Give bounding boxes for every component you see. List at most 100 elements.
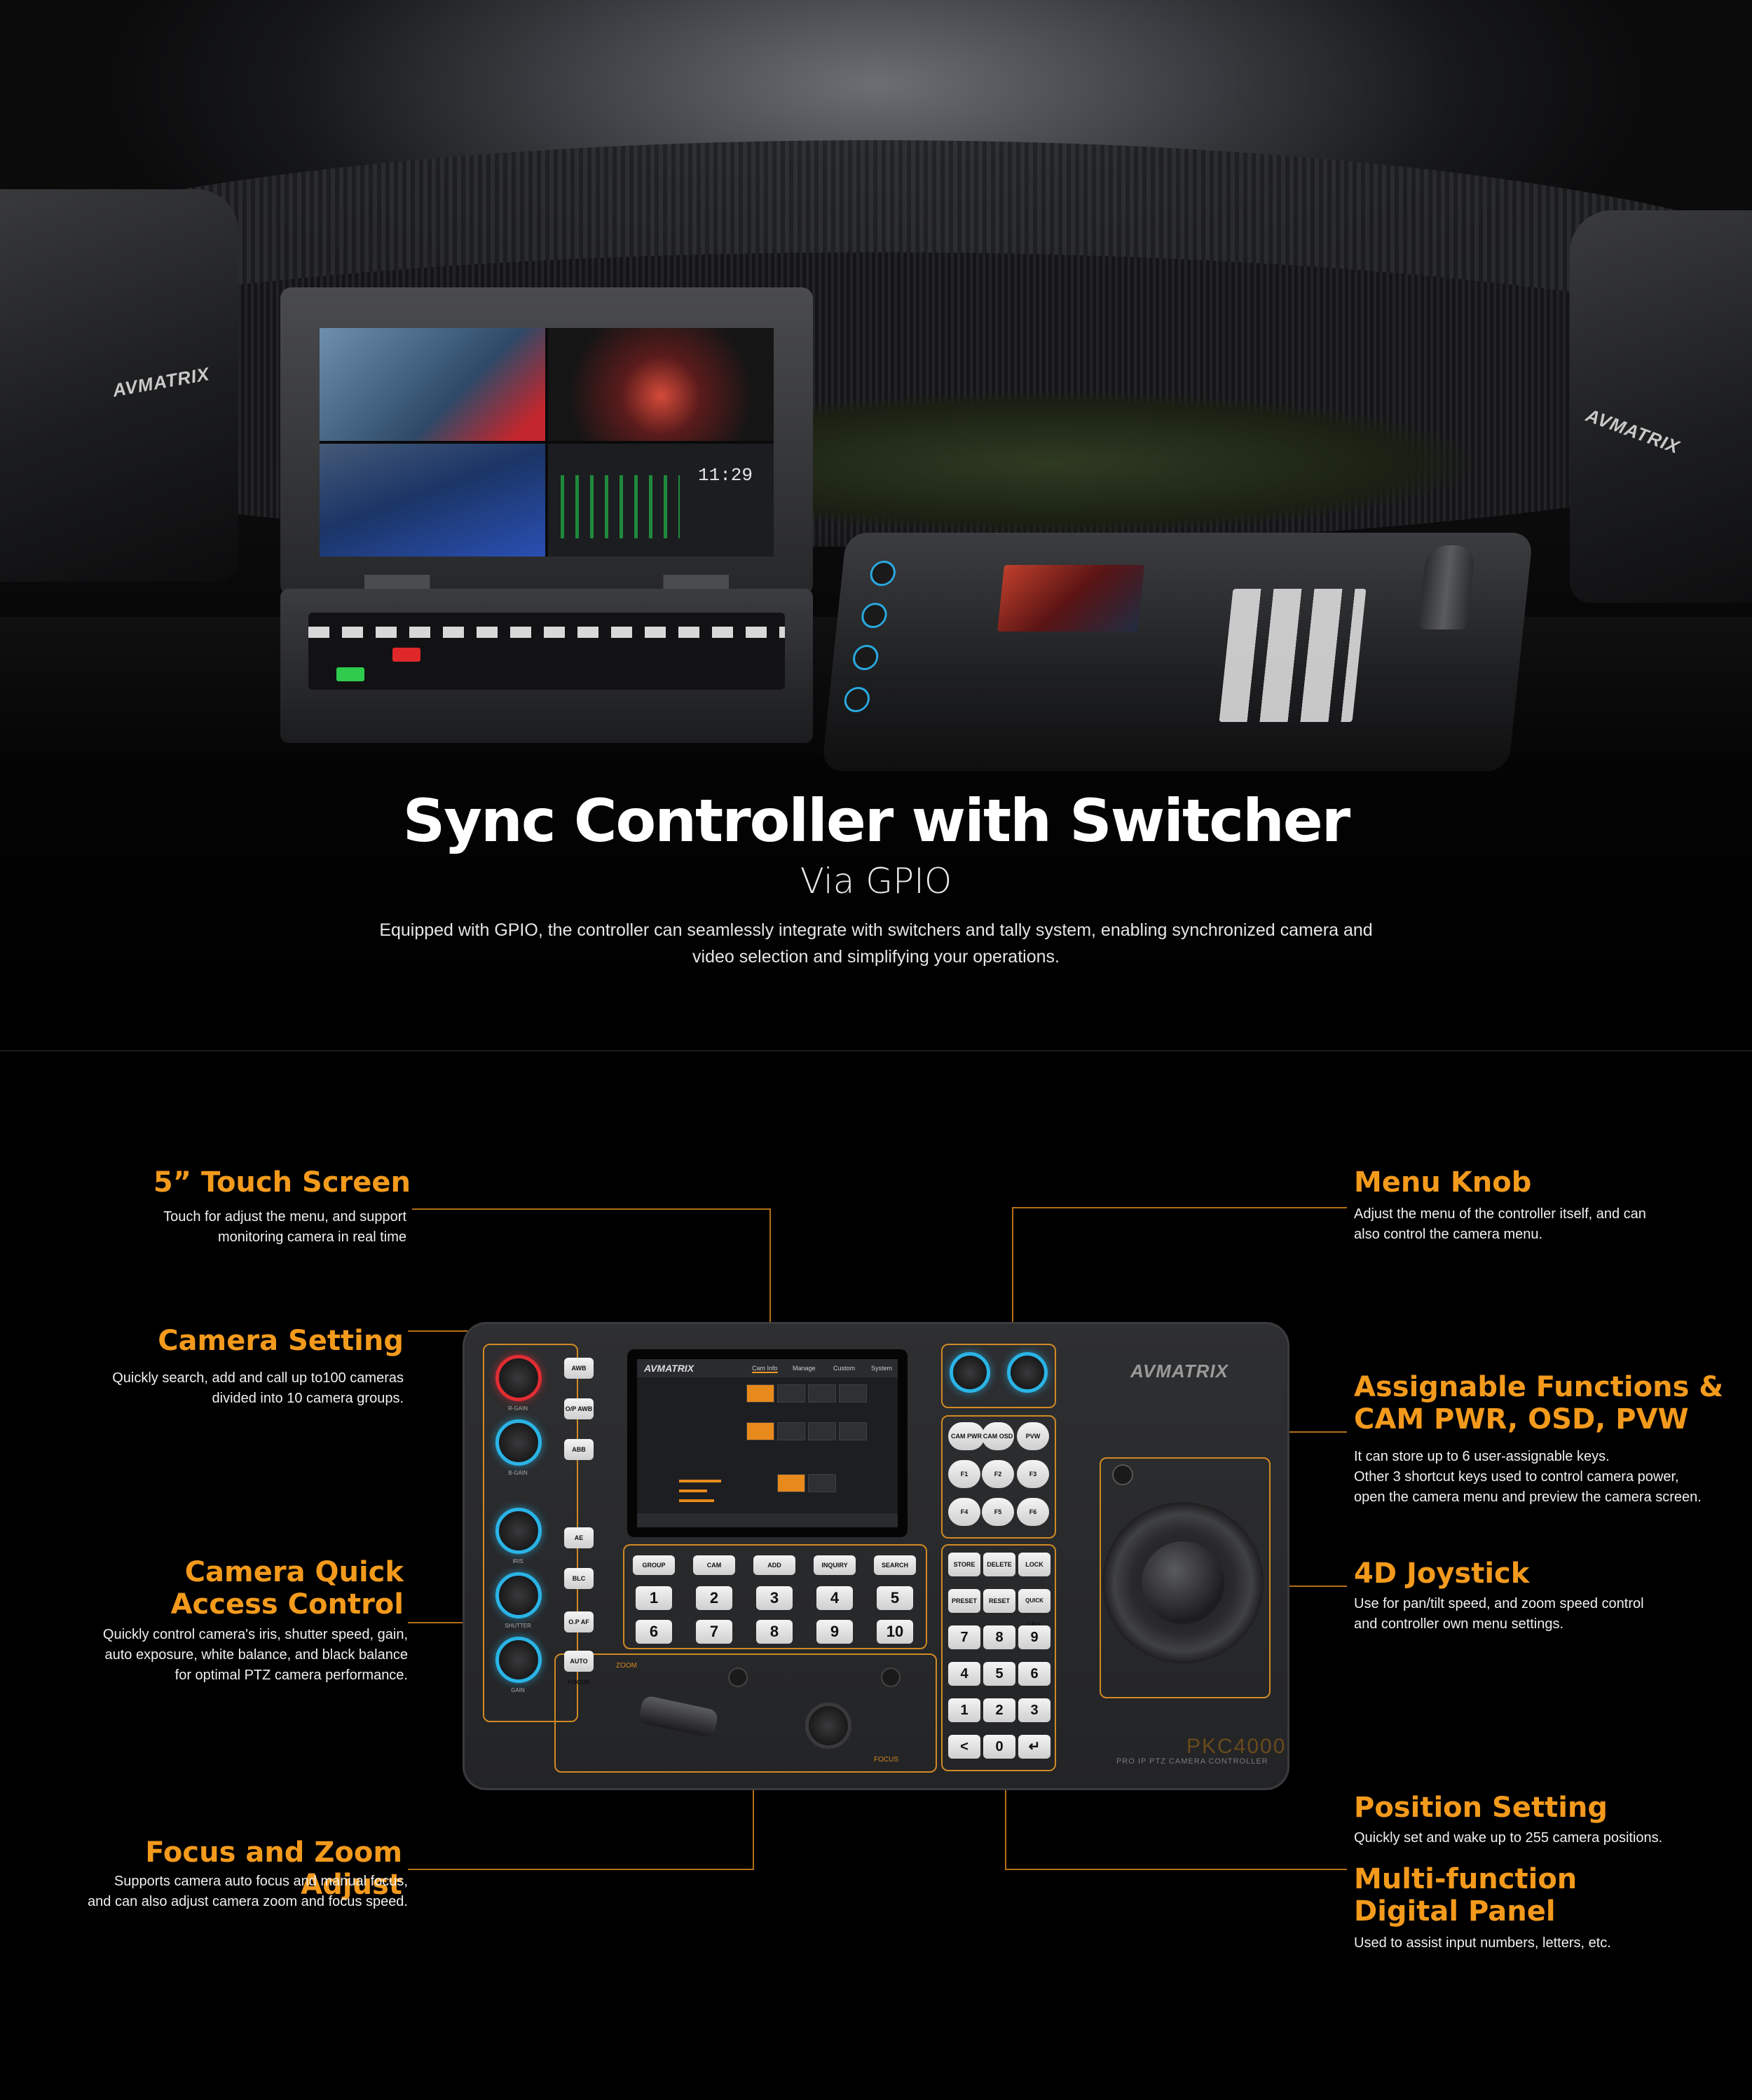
shutter-knob[interactable]	[495, 1572, 542, 1618]
desc-line: Touch for adjust the menu, and support	[163, 1209, 406, 1225]
cam-8-button[interactable]: 8	[756, 1620, 793, 1644]
f4-button[interactable]: F4	[948, 1498, 980, 1526]
hero-controller-keypad	[1219, 589, 1367, 722]
op-awb-button[interactable]: O/P AWB	[564, 1398, 594, 1419]
cam-9-button[interactable]: 9	[816, 1620, 853, 1644]
auto-focus-button[interactable]: AUTO FOCUS	[564, 1651, 594, 1686]
num-8-button[interactable]: 8	[983, 1625, 1015, 1649]
num-0-button[interactable]: 0	[983, 1735, 1015, 1759]
screen-cell[interactable]	[777, 1422, 805, 1440]
joystick[interactable]	[1142, 1541, 1224, 1624]
op-af-button[interactable]: O.P AF	[564, 1611, 594, 1632]
focus-speed-knob[interactable]	[881, 1668, 901, 1687]
program-button	[392, 648, 420, 662]
focus-knob[interactable]	[805, 1703, 851, 1749]
cam-1-button[interactable]: 1	[636, 1586, 672, 1610]
desc-line: auto exposure, white balance, and black …	[104, 1647, 408, 1663]
cam-2-button[interactable]: 2	[696, 1586, 732, 1610]
r-gain-knob[interactable]	[495, 1355, 542, 1401]
enter-button[interactable]: ↵	[1018, 1735, 1050, 1759]
knob-label: GAIN	[511, 1687, 525, 1693]
screen-cell[interactable]	[839, 1422, 867, 1440]
cam-4-button[interactable]: 4	[816, 1586, 853, 1610]
b-gain-knob[interactable]	[495, 1419, 542, 1466]
num-1-button[interactable]: 1	[948, 1698, 980, 1722]
leader-line	[408, 1869, 754, 1870]
digital-panel-title: Multi-function Digital Panel	[1354, 1863, 1732, 1928]
lock-button[interactable]: LOCK	[1018, 1553, 1050, 1576]
preset-button[interactable]: PRESET	[948, 1589, 980, 1613]
num-5-button[interactable]: 5	[983, 1662, 1015, 1686]
desc-line: for optimal PTZ camera performance.	[174, 1668, 408, 1683]
f3-button[interactable]: F3	[1017, 1460, 1049, 1488]
screen-cell[interactable]	[746, 1422, 774, 1440]
desc-line: monitoring camera in real time	[218, 1229, 406, 1245]
pt-speed-knob[interactable]	[1112, 1464, 1133, 1485]
screen-cell[interactable]	[777, 1384, 805, 1403]
desc-line: Adjust the menu of the controller itself…	[1354, 1206, 1646, 1222]
abb-button[interactable]: ABB	[564, 1439, 594, 1460]
cam-button[interactable]: CAM	[693, 1555, 735, 1575]
f2-button[interactable]: F2	[982, 1460, 1014, 1488]
backspace-button[interactable]: <	[948, 1735, 980, 1759]
leader-line	[1268, 1586, 1347, 1587]
screen-cell[interactable]	[808, 1384, 836, 1403]
audio-meters	[561, 475, 680, 538]
screen-cell[interactable]	[808, 1474, 836, 1492]
gain-knob[interactable]	[495, 1637, 542, 1683]
desc-line: Quickly control camera's iris, shutter s…	[102, 1627, 408, 1642]
desc-line: Other 3 shortcut keys used to control ca…	[1354, 1469, 1679, 1485]
reset-button[interactable]: RESET	[983, 1589, 1015, 1613]
iris-knob[interactable]	[495, 1508, 542, 1554]
screen-footer	[637, 1513, 898, 1527]
group-button[interactable]: GROUP	[633, 1555, 675, 1575]
num-2-button[interactable]: 2	[983, 1698, 1015, 1722]
store-button[interactable]: STORE	[948, 1553, 980, 1576]
f6-button[interactable]: F6	[1017, 1498, 1049, 1526]
inquiry-button[interactable]: INQUIRY	[814, 1555, 856, 1575]
multiview-hurdles	[320, 328, 545, 441]
pvw-button[interactable]: PVW	[1017, 1422, 1049, 1450]
screen-tab-manage[interactable]: Manage	[793, 1365, 816, 1372]
num-3-button[interactable]: 3	[1018, 1698, 1050, 1722]
ae-button[interactable]: AE	[564, 1527, 594, 1548]
search-button[interactable]: SEARCH	[874, 1555, 916, 1575]
zoom-speed-knob[interactable]	[728, 1668, 748, 1687]
awb-button[interactable]: AWB	[564, 1358, 594, 1379]
screen-tab-custom[interactable]: Custom	[833, 1365, 856, 1372]
screen-header	[637, 1359, 898, 1377]
cam-5-button[interactable]: 5	[877, 1586, 913, 1610]
menu-knob-right[interactable]	[1007, 1352, 1048, 1393]
add-button[interactable]: ADD	[753, 1555, 795, 1575]
screen-tab-cam-info[interactable]: Cam Info	[752, 1365, 778, 1373]
f1-button[interactable]: F1	[948, 1460, 980, 1488]
cam-pwr-button[interactable]: CAM PWR	[948, 1422, 985, 1450]
delete-button[interactable]: DELETE	[983, 1553, 1015, 1576]
menu-knob-left[interactable]	[950, 1352, 990, 1393]
num-6-button[interactable]: 6	[1018, 1662, 1050, 1686]
f5-button[interactable]: F5	[982, 1498, 1014, 1526]
blc-button[interactable]: BLC	[564, 1568, 594, 1589]
screen-cell[interactable]	[746, 1384, 774, 1403]
cam-10-button[interactable]: 10	[877, 1620, 913, 1644]
quick-call-button[interactable]: QUICK CALL	[1018, 1589, 1050, 1628]
joystick-group	[1100, 1457, 1271, 1698]
screen-cell[interactable]	[777, 1474, 805, 1492]
touch-screen[interactable]: AVMATRIX Cam Info Manage Custom System	[627, 1349, 908, 1537]
num-7-button[interactable]: 7	[948, 1625, 980, 1649]
leader-line	[1005, 1759, 1006, 1870]
camera-setting-desc: Quickly search, add and call up to100 ca…	[42, 1368, 404, 1409]
cam-3-button[interactable]: 3	[756, 1586, 793, 1610]
num-9-button[interactable]: 9	[1018, 1625, 1050, 1649]
leader-line	[769, 1208, 771, 1371]
position-desc: Quickly set and wake up to 255 camera po…	[1354, 1830, 1663, 1846]
screen-tab-system[interactable]: System	[871, 1365, 893, 1372]
preview-button	[336, 667, 364, 681]
cam-7-button[interactable]: 7	[696, 1620, 732, 1644]
num-4-button[interactable]: 4	[948, 1662, 980, 1686]
cam-6-button[interactable]: 6	[636, 1620, 672, 1644]
cam-osd-button[interactable]: CAM OSD	[982, 1422, 1014, 1450]
hero-knob	[860, 603, 889, 628]
screen-cell[interactable]	[839, 1384, 867, 1403]
screen-cell[interactable]	[808, 1422, 836, 1440]
